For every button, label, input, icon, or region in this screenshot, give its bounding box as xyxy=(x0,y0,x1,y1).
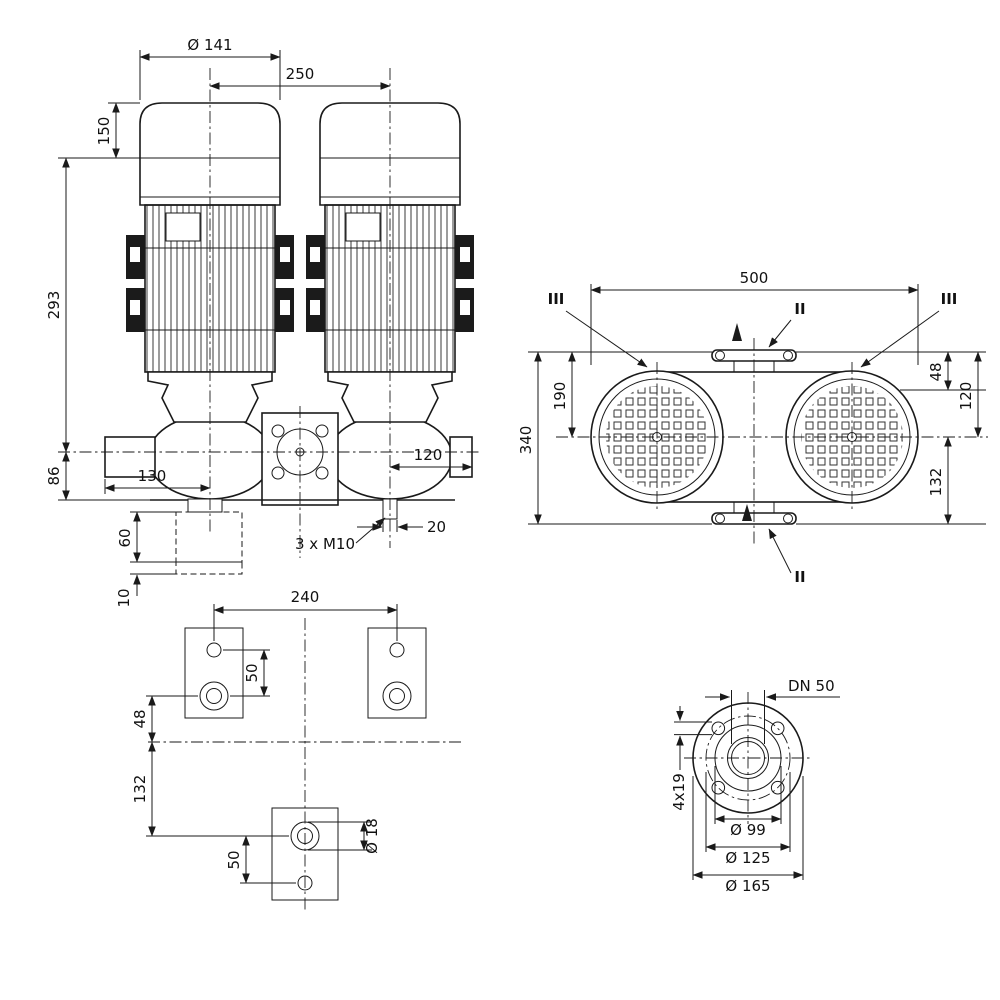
dim-inner-diameter: Ø 99 xyxy=(714,766,782,839)
dim-top-120: 120 xyxy=(957,351,982,438)
dim-motor-height: 293 xyxy=(45,157,70,453)
base-plate xyxy=(175,561,243,575)
dim-foot-48-label: 48 xyxy=(131,709,149,728)
dim-foundation-height-label: 60 xyxy=(116,528,134,547)
label-fixing-thread: 3 x M10 xyxy=(295,517,386,553)
dim-overall-depth-label: 340 xyxy=(517,426,535,455)
front-centerlines xyxy=(58,68,482,558)
front-view: Ø 141 250 150 293 86 130 xyxy=(45,36,482,608)
section-marker-left: III xyxy=(548,290,648,368)
section-marker-bottom: II xyxy=(768,528,806,586)
flange-circles xyxy=(684,692,812,824)
dim-axis-to-port-right-label: 120 xyxy=(414,446,443,464)
foot-pads xyxy=(184,627,427,901)
top-view-centerlines xyxy=(556,338,988,545)
foot-plan-view: 240 50 48 132 50 xyxy=(131,588,462,912)
dim-hole-spacing-upper-label: 50 xyxy=(243,663,261,682)
dim-flange-to-axis: 190 xyxy=(551,351,576,438)
flow-arrow-top xyxy=(732,323,742,341)
section-left-label: III xyxy=(548,290,565,308)
dim-cowl-height-label: 150 xyxy=(95,117,113,146)
dim-bolt-circle-label: Ø 125 xyxy=(725,849,770,867)
dim-top-48: 48 xyxy=(927,351,952,391)
dim-foundation-height: 60 xyxy=(116,511,176,575)
top-view-extensions xyxy=(528,284,986,525)
dim-nominal-diameter: DN 50 xyxy=(705,677,840,744)
dim-bolt-holes: 4x19 xyxy=(670,706,712,811)
dim-port-to-axis-left-label: 130 xyxy=(138,467,167,485)
dim-overall-depth: 340 xyxy=(517,351,542,525)
top-view: 500 190 340 48 120 132 III xyxy=(517,269,988,586)
label-fixing-thread-text: 3 x M10 xyxy=(295,535,355,553)
left-port xyxy=(104,436,156,478)
dim-bolt-holes-label: 4x19 xyxy=(670,773,688,811)
section-bottom-label: II xyxy=(794,568,805,586)
dim-hole-spacing-lower-label: 50 xyxy=(225,850,243,869)
dim-inner-diameter-label: Ø 99 xyxy=(730,821,766,839)
dim-outer-diameter-label: Ø 165 xyxy=(725,877,770,895)
dim-stub-width-label: 20 xyxy=(427,518,446,536)
dim-hole-diameter: Ø 18 xyxy=(308,818,381,854)
dim-cowl-height: 150 xyxy=(58,102,140,159)
dim-axis-to-port-right: 120 xyxy=(389,446,473,471)
section-right-label: III xyxy=(941,290,958,308)
dim-motor-spacing: 250 xyxy=(209,65,391,90)
flange-view: DN 50 4x19 Ø 99 Ø 125 xyxy=(670,677,840,895)
dim-axis-to-base-label: 86 xyxy=(45,466,63,485)
foundation-block xyxy=(175,511,243,563)
flow-arrow-bottom xyxy=(742,504,752,521)
dim-hole-diameter-label: Ø 18 xyxy=(363,818,381,854)
dim-top-132-label: 132 xyxy=(927,468,945,497)
dim-axis-to-base: 86 xyxy=(45,451,150,501)
section-top-label: II xyxy=(794,300,805,318)
dim-foot-132: 132 xyxy=(131,741,289,837)
dim-plate-thickness: 10 xyxy=(115,574,141,608)
dim-outer-diameter: Ø 165 xyxy=(692,776,804,895)
dim-top-48-label: 48 xyxy=(927,362,945,381)
dim-foot-48: 48 xyxy=(131,695,198,743)
section-marker-top: II xyxy=(768,300,806,348)
dim-top-120-label: 120 xyxy=(957,382,975,411)
dim-overall-width-label: 500 xyxy=(740,269,769,287)
dim-motor-diameter-label: Ø 141 xyxy=(187,36,232,54)
dim-motor-diameter: Ø 141 xyxy=(139,36,281,100)
section-marker-right: III xyxy=(860,290,958,368)
dim-hole-spacing-upper: 50 xyxy=(223,649,270,697)
foot-and-foundation xyxy=(175,498,398,575)
dim-nominal-diameter-label: DN 50 xyxy=(788,677,835,695)
dim-foot-132-label: 132 xyxy=(131,775,149,804)
foot-plan-centerlines xyxy=(148,618,462,912)
dim-plate-thickness-label: 10 xyxy=(115,588,133,607)
dim-motor-height-label: 293 xyxy=(45,291,63,320)
dim-top-132: 132 xyxy=(927,436,952,525)
dim-hole-spacing-lower: 50 xyxy=(225,835,296,884)
dim-motor-spacing-label: 250 xyxy=(286,65,315,83)
dim-overall-width: 500 xyxy=(590,269,919,294)
dim-flange-to-axis-label: 190 xyxy=(551,382,569,411)
dim-stub-width: 20 xyxy=(357,518,446,536)
dim-hole-spacing-x: 240 xyxy=(213,588,398,641)
dim-hole-spacing-x-label: 240 xyxy=(291,588,320,606)
right-port xyxy=(449,436,473,478)
dim-bolt-circle: Ø 125 xyxy=(705,772,791,867)
dim-port-to-axis-left: 130 xyxy=(104,467,211,494)
